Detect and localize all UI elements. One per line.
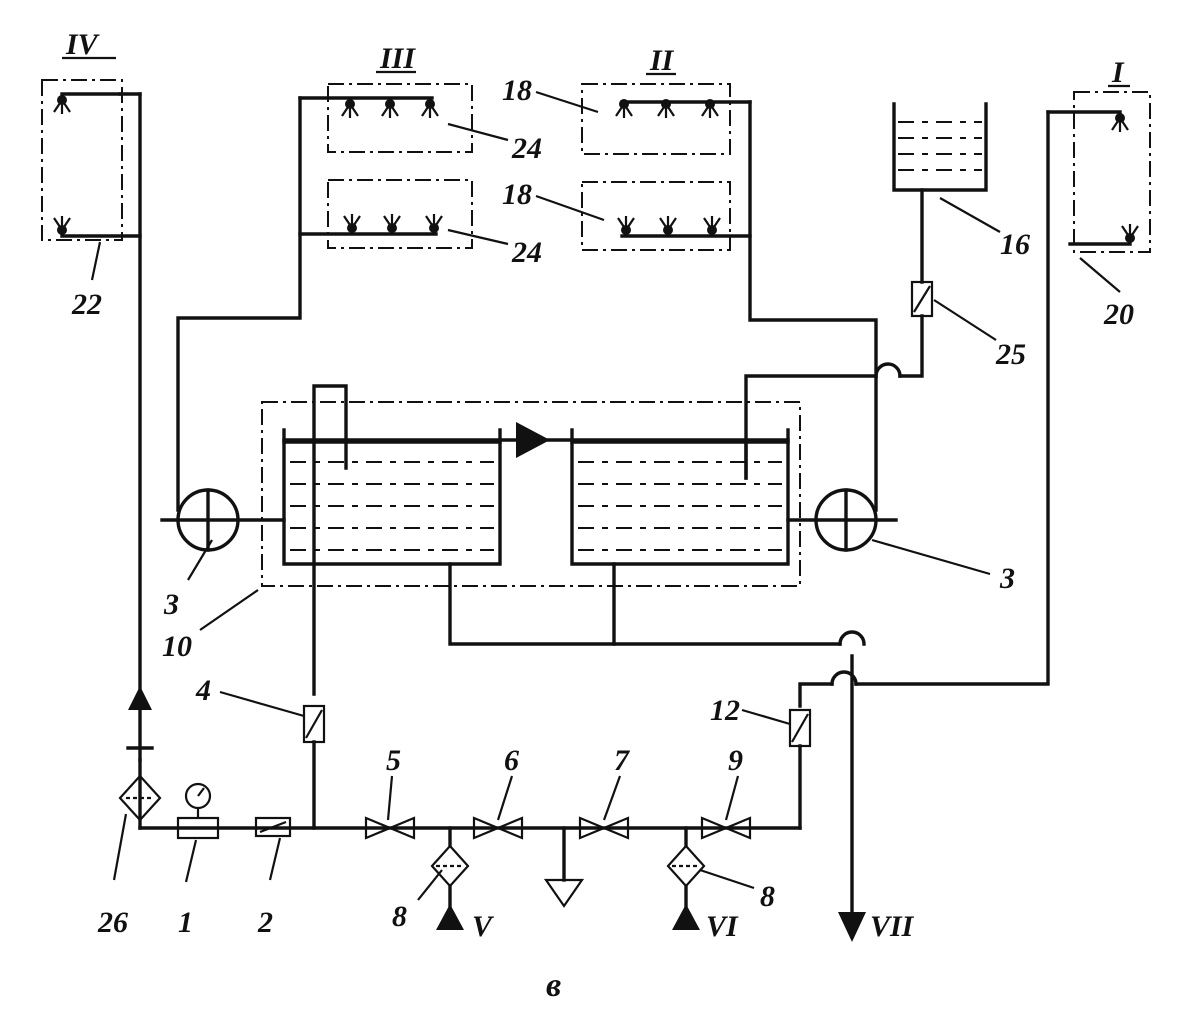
callout-5: 5 (386, 744, 401, 777)
sprinkler-icon (343, 214, 361, 233)
callout-7: 7 (614, 744, 630, 777)
flow-arrow-up-icon (128, 686, 152, 710)
sprinkler-icon (341, 99, 359, 118)
gate-valve-icon (364, 816, 416, 840)
callout-2: 2 (257, 906, 273, 939)
callout-24-top: 24 (511, 132, 542, 165)
gate-valve-icon (700, 816, 752, 840)
drain-funnel-icon (543, 878, 585, 908)
sprinkler-icon (425, 214, 443, 233)
callout-12: 12 (710, 694, 740, 727)
callout-18-bottom: 18 (502, 178, 532, 211)
label-zone-vi: VI (706, 910, 739, 943)
zone-iv-chamber (41, 79, 142, 241)
callout-16: 16 (1000, 228, 1030, 261)
roman-labels: IV III II I V VI VII (62, 28, 1130, 943)
sprinkler-icon (703, 216, 721, 235)
sprinkler-icon (1121, 224, 1139, 243)
filter-icon (666, 844, 706, 888)
filter-icon (430, 844, 470, 888)
callout-6: 6 (504, 744, 519, 777)
sprinkler-icon (53, 95, 71, 114)
check-valve-icon (788, 708, 812, 748)
zone-ii-chamber-bottom (581, 181, 752, 251)
sprinkler-icon (1111, 113, 1129, 132)
sprinkler-icon (701, 99, 719, 118)
sprinkler-icon (383, 214, 401, 233)
inlet-arrow-up-icon (436, 904, 464, 930)
callout-20: 20 (1103, 298, 1134, 331)
gate-valve-icon (578, 816, 630, 840)
flowmeter-icon (176, 782, 220, 840)
sprinkler-icon (53, 216, 71, 235)
callout-26: 26 (97, 906, 128, 939)
callout-18-top: 18 (502, 74, 532, 107)
header-tank (892, 102, 988, 192)
pump-left-icon (160, 488, 286, 552)
callout-22: 22 (71, 288, 102, 321)
callout-24-bottom: 24 (511, 236, 542, 269)
figure-caption: в (546, 967, 561, 1004)
label-zone-i: I (1111, 56, 1125, 89)
zone-iii-chamber-bottom (298, 179, 473, 249)
label-zone-iii: III (379, 42, 416, 75)
sprinkler-icon (617, 216, 635, 235)
sprinkler-icon (659, 216, 677, 235)
gate-valve-icon (472, 816, 524, 840)
drain-arrow-down-icon (838, 912, 866, 942)
tank-right (570, 428, 790, 566)
check-valve-icon (254, 816, 292, 838)
callout-3-left: 3 (163, 588, 179, 621)
check-valve-icon (302, 704, 326, 744)
callout-10: 10 (162, 630, 192, 663)
zone-i-chamber (1046, 91, 1151, 253)
zone-iii-chamber-top (298, 83, 473, 153)
leader-lines (90, 90, 1121, 901)
label-zone-vii: VII (870, 910, 915, 943)
callout-4: 4 (195, 674, 211, 707)
callout-1: 1 (178, 906, 193, 939)
callout-8-left: 8 (392, 900, 407, 933)
label-zone-iv: IV (65, 28, 101, 61)
tank-left (282, 428, 502, 566)
pump-right-icon (786, 488, 898, 552)
flow-arrow-right-icon (516, 422, 550, 458)
callout-25: 25 (995, 338, 1026, 371)
label-zone-v: V (472, 910, 495, 943)
callout-3-right: 3 (999, 562, 1015, 595)
sprinkler-icon (615, 99, 633, 118)
sprinkler-icon (421, 99, 439, 118)
label-zone-ii: II (649, 44, 675, 77)
zone-ii-chamber-top (581, 83, 752, 155)
filter-icon (118, 774, 162, 822)
callout-9: 9 (728, 744, 743, 777)
callout-numbers: 22 24 24 18 18 16 20 25 3 3 10 4 12 5 6 … (71, 74, 1134, 939)
check-valve-icon (910, 280, 934, 318)
enclosure (261, 401, 801, 587)
callout-8-right: 8 (760, 880, 775, 913)
inlet-arrow-up-icon (672, 904, 700, 930)
sprinkler-icon (381, 99, 399, 118)
sprinkler-icon (657, 99, 675, 118)
